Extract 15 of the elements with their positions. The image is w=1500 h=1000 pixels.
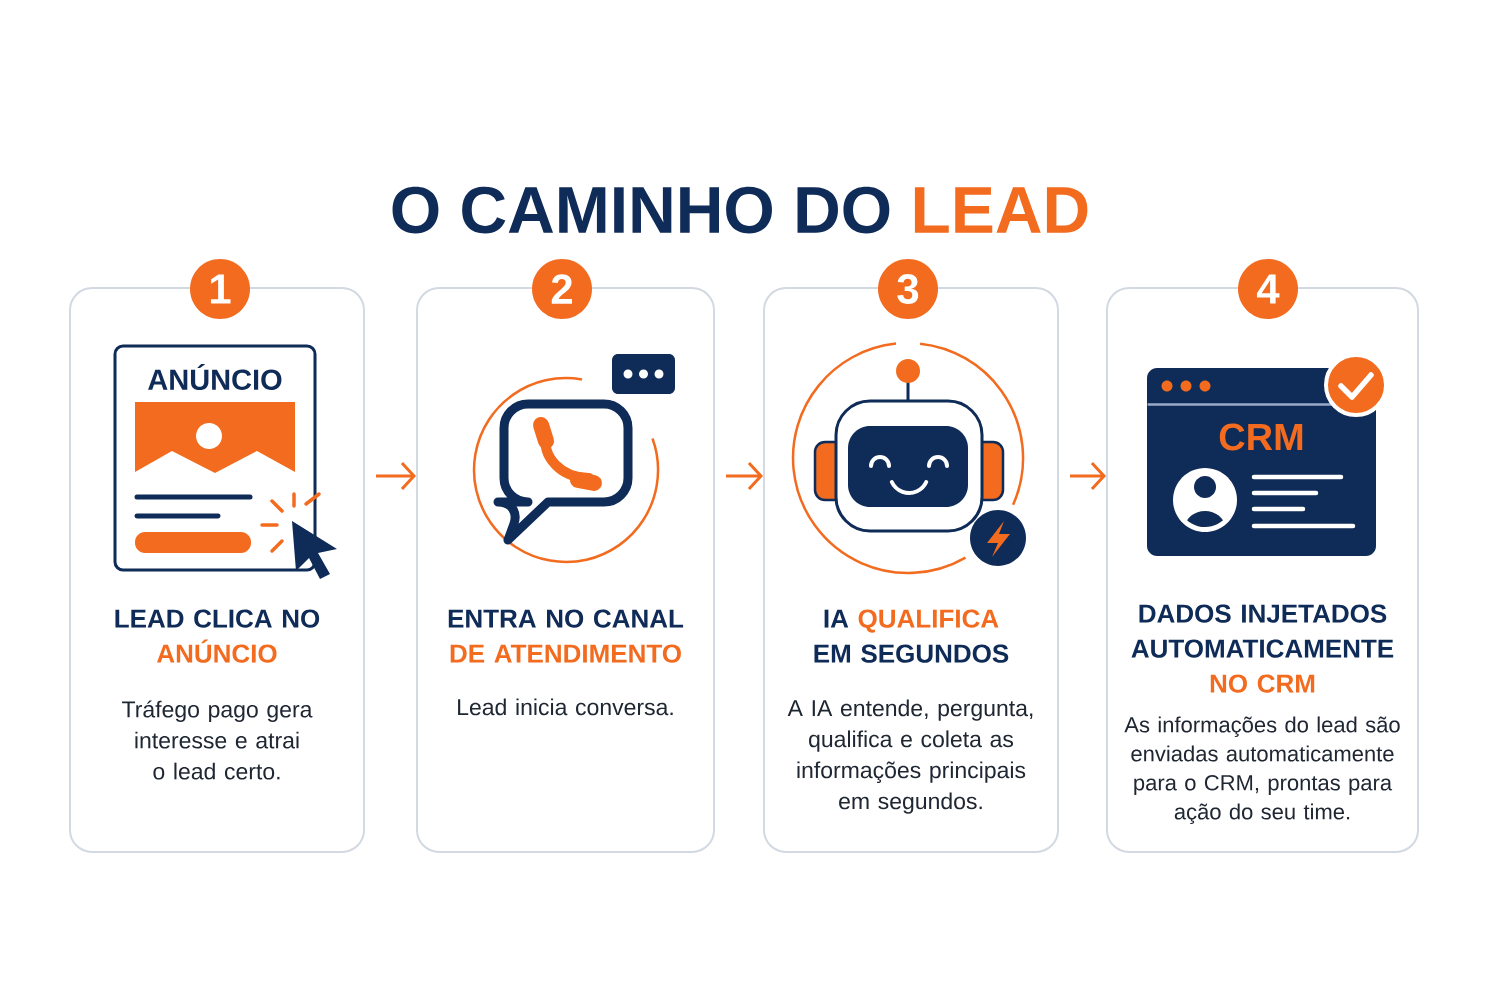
window-title: CRM — [1219, 423, 1303, 451]
step-description: As informações do lead são enviadas automaticamente para o CRM, prontas para ação do seu time. — [1124, 716, 1400, 824]
step-number: 2 — [532, 259, 592, 319]
step-description: Lead inicia conversa. — [458, 698, 673, 716]
step-number: 1 — [190, 259, 250, 319]
step-number: 4 — [1238, 259, 1298, 319]
title: O CAMINHO DO LEAD — [392, 186, 1088, 234]
ad-title: ANÚNCIO — [148, 364, 282, 390]
step-title: IA QUALIFICA EM SEGUNDOS — [814, 609, 1009, 663]
step-title: DADOS INJETADOS AUTOMATICAMENTE NO CRM — [1131, 604, 1394, 693]
step-title: ENTRA NO CANAL DE ATENDIMENTO — [448, 609, 684, 663]
step-description: A IA entende, pergunta, qualifica e coleta as informações principais em segundos. — [787, 699, 1033, 814]
step-title: LEAD CLICA NO ANÚNCIO — [115, 609, 320, 663]
step-description: Tráfego pago gera interesse e atrai o lead certo. — [122, 700, 313, 780]
step-number: 3 — [878, 259, 938, 319]
